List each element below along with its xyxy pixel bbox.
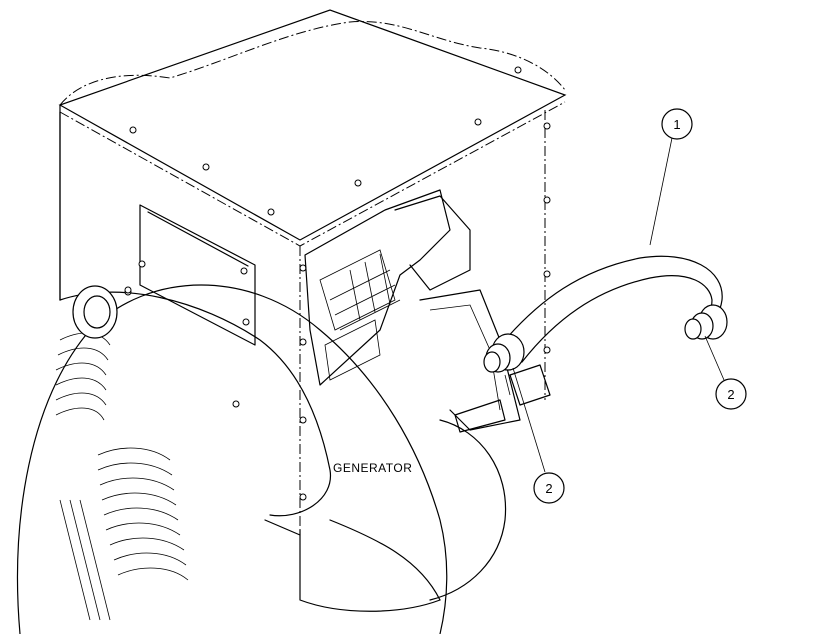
terminal-block [304,189,521,431]
terminal-box [58,9,567,536]
fastener-bolts [124,66,551,501]
vent-grille [55,332,189,621]
lifting-eye [72,285,118,339]
generator-body [16,21,566,634]
fitting-left [483,333,525,396]
callout-1: 1 [661,108,693,140]
generator-label: GENERATOR [333,461,412,475]
leader-lines [512,137,725,473]
hose-assembly [504,255,723,363]
callout-2b-number: 2 [727,387,734,402]
callout-2a-number: 2 [545,481,552,496]
callout-2a: 2 [533,472,565,504]
callout-2b: 2 [715,378,747,410]
callout-1-number: 1 [673,117,680,132]
fitting-right [684,304,728,340]
mounting-bracket [454,364,551,433]
